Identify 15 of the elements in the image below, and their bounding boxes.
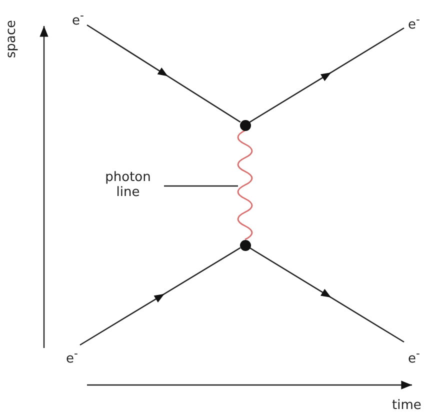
particle-label: e$^{-}$ bbox=[406, 12, 422, 32]
vertex-dot bbox=[240, 120, 251, 131]
electron-line bbox=[80, 247, 241, 346]
leader-line bbox=[164, 185, 238, 187]
photon-line bbox=[237, 130, 253, 240]
callout-label: photon line bbox=[96, 170, 160, 200]
electron-line bbox=[249, 27, 404, 123]
axis-label: time bbox=[392, 398, 422, 413]
electron-line bbox=[249, 247, 404, 343]
particle-label: e$^{-}$ bbox=[64, 346, 80, 366]
axis-label: space bbox=[4, 20, 19, 58]
vertex-dot bbox=[240, 240, 251, 251]
particle-label: e$^{-}$ bbox=[70, 8, 86, 28]
particle-label: e$^{-}$ bbox=[406, 346, 422, 366]
electron-line bbox=[86, 24, 241, 123]
